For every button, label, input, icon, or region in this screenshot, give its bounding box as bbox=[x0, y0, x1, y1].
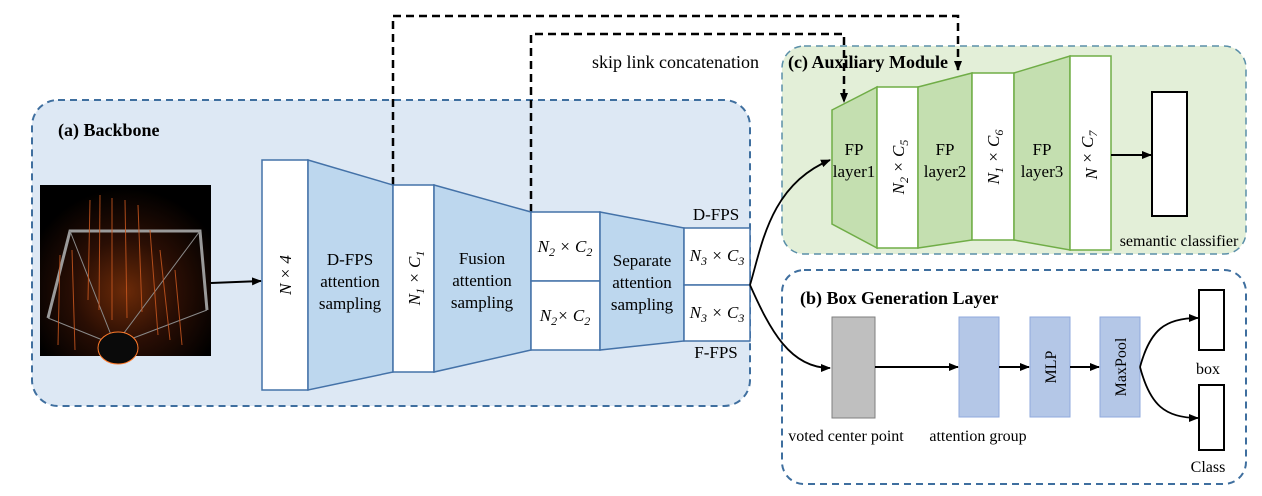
block-n1-c1-label: N1 × C1 bbox=[405, 251, 427, 307]
arrow-image-to-input bbox=[210, 277, 262, 286]
class-output-label: Class bbox=[1191, 459, 1226, 476]
block-n2-c2-top-label: N2 × C2 bbox=[537, 237, 593, 259]
lidar-point-cloud-image bbox=[40, 185, 211, 365]
arrow-to-box-generation bbox=[749, 284, 831, 372]
block-n3-c3-top bbox=[683, 227, 751, 286]
maxpool-block bbox=[1099, 316, 1141, 418]
block-n3-c3-top-label: N3 × C3 bbox=[689, 246, 745, 268]
fp-layer2 bbox=[917, 72, 973, 249]
backbone-title: (a) Backbone bbox=[58, 120, 160, 141]
fusion-label-2: attention bbox=[452, 271, 512, 290]
fp1-label-2: layer1 bbox=[833, 162, 875, 181]
auxiliary-title: (c) Auxiliary Module bbox=[788, 52, 948, 73]
arrow-to-auxiliary bbox=[749, 159, 831, 286]
fp2-label-1: FP bbox=[936, 140, 955, 159]
separate-label-2: attention bbox=[612, 273, 672, 292]
dfps-label-1: D-FPS bbox=[327, 250, 373, 269]
fp3-label-2: layer3 bbox=[1021, 162, 1063, 181]
arrow-to-box bbox=[1139, 314, 1199, 368]
dfps-output-label: D-FPS bbox=[693, 205, 739, 224]
dfps-label-2: attention bbox=[320, 272, 380, 291]
arrow-to-class bbox=[1139, 366, 1199, 422]
dfps-label-3: sampling bbox=[319, 294, 382, 313]
fp2-label-2: layer2 bbox=[924, 162, 966, 181]
voted-center-point-label: voted center point bbox=[788, 428, 904, 445]
class-output-block bbox=[1198, 384, 1225, 451]
block-n-c7-label: N × C7 bbox=[1078, 130, 1101, 181]
attention-group-label: attention group bbox=[929, 428, 1026, 445]
block-n2-c2-top bbox=[530, 211, 601, 282]
input-block-label: N × 4 bbox=[276, 255, 295, 296]
attention-group-block bbox=[958, 316, 1000, 418]
semantic-classifier-block bbox=[1151, 91, 1188, 217]
box-output-block bbox=[1198, 289, 1225, 351]
block-n2-c5-label: N2 × C5 bbox=[889, 140, 911, 196]
fp3-label-1: FP bbox=[1033, 140, 1052, 159]
fusion-label-3: sampling bbox=[451, 293, 514, 312]
voted-center-point-block bbox=[831, 316, 876, 419]
mlp-label: MLP bbox=[1043, 350, 1060, 383]
block-n2-c2-bottom bbox=[530, 280, 601, 351]
block-n3-c3-bottom-label: N3 × C3 bbox=[689, 303, 745, 325]
fp1-label-1: FP bbox=[845, 140, 864, 159]
input-block bbox=[261, 159, 309, 391]
block-n-c7 bbox=[1069, 55, 1112, 251]
block-n3-c3-bottom bbox=[683, 284, 751, 342]
fusion-label-1: Fusion bbox=[459, 249, 506, 268]
separate-label-3: sampling bbox=[611, 295, 674, 314]
maxpool-label: MaxPool bbox=[1113, 337, 1130, 396]
ffps-output-label: F-FPS bbox=[694, 343, 737, 362]
block-n2-c2-bottom-label: N2× C2 bbox=[539, 306, 590, 328]
separate-label-1: Separate bbox=[613, 251, 672, 270]
skip-link-inner bbox=[529, 32, 848, 212]
skip-link-label: skip link concatenation bbox=[592, 52, 759, 72]
semantic-classifier-label: semantic classifier bbox=[1120, 233, 1239, 250]
block-n1-c6-label: N1 × C6 bbox=[984, 130, 1006, 186]
skip-link-outer bbox=[391, 14, 962, 185]
box-generation-title: (b) Box Generation Layer bbox=[800, 288, 998, 309]
mlp-block bbox=[1029, 316, 1071, 418]
box-output-label: box bbox=[1196, 361, 1220, 378]
